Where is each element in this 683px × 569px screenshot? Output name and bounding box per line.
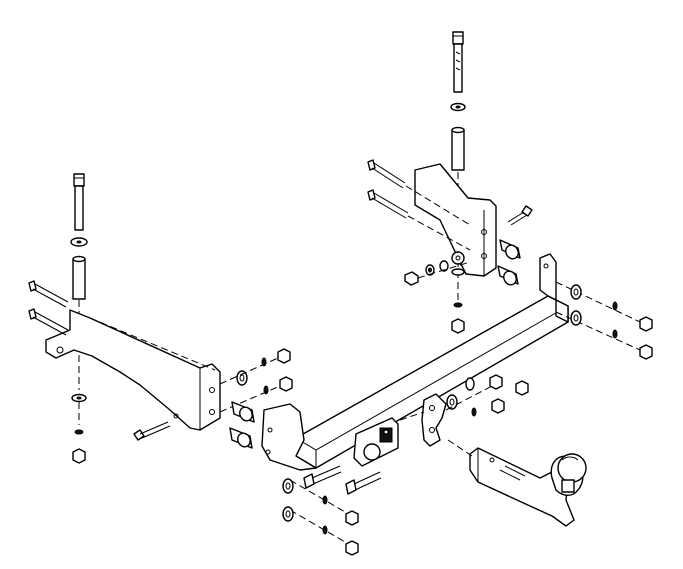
- left-washer: [71, 393, 87, 403]
- nuts: [451, 318, 465, 334]
- left-long-bolt: [73, 173, 85, 231]
- left-mounting-bracket: [45, 309, 221, 431]
- side-bolts: [303, 465, 382, 495]
- nuts: [236, 348, 293, 395]
- nuts: [72, 448, 86, 464]
- nuts: [446, 374, 529, 417]
- towball-neck: [421, 393, 447, 447]
- right-mounting-bracket: [414, 163, 497, 277]
- side-bolts: [507, 205, 533, 226]
- side-bolts: [28, 280, 69, 336]
- nuts: [282, 478, 359, 556]
- towball-neck: [469, 447, 587, 527]
- spring-washers: [453, 302, 463, 308]
- right-washer: [450, 102, 466, 112]
- right-spacer-sleeve: [497, 239, 521, 286]
- left-spacer-sleeve: [229, 401, 255, 449]
- left-washer: [70, 237, 88, 247]
- main-crossbar: [261, 253, 569, 471]
- nuts: [404, 251, 465, 286]
- electrics-socket-plate: [353, 417, 399, 467]
- nuts: [570, 284, 653, 360]
- side-bolts: [133, 421, 171, 441]
- spring-washers: [74, 429, 84, 435]
- side-bolts: [367, 159, 409, 219]
- right-long-bolt: [452, 31, 464, 93]
- left-spacer-sleeve: [72, 255, 86, 300]
- right-spacer-sleeve: [451, 126, 465, 171]
